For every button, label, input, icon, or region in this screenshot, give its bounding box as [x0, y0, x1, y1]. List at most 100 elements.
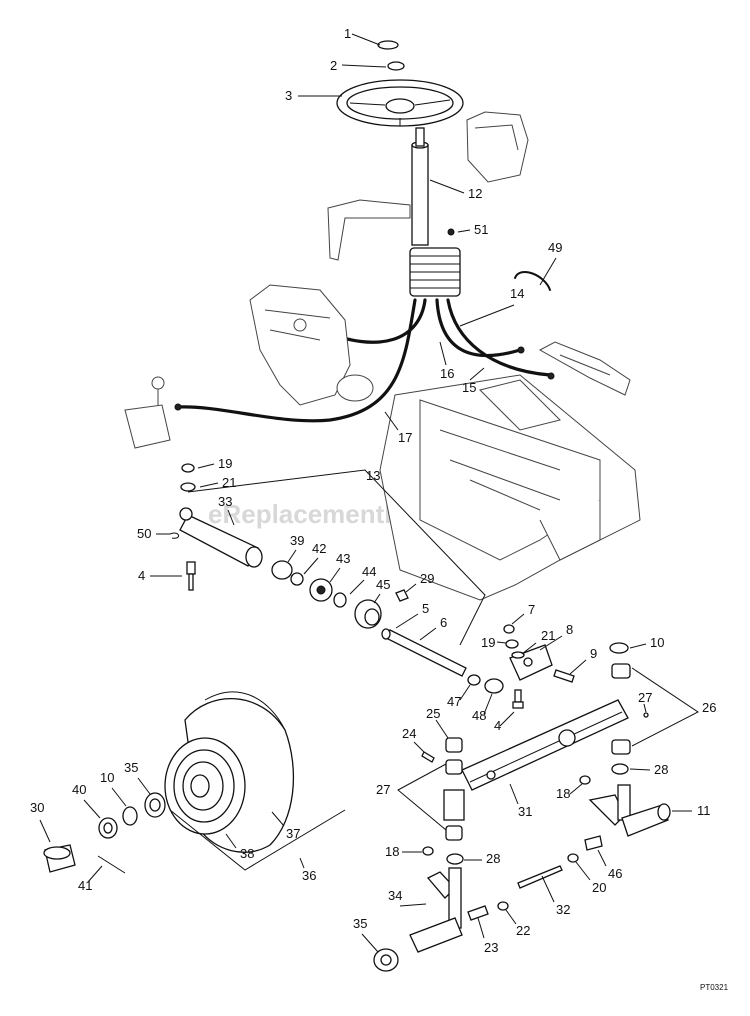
nut-20: [567, 853, 579, 863]
callout-22: 22: [516, 923, 530, 938]
leader-line-16: [439, 341, 447, 366]
bearing-35-lower: [373, 948, 399, 972]
bushing-top-right: [611, 663, 631, 679]
washer-42: [290, 572, 304, 586]
hub-cap-30: [43, 844, 76, 873]
leader-line-19: [496, 641, 507, 644]
callout-3: 3: [285, 88, 292, 103]
nut-19-top: [181, 463, 195, 473]
pin-46: [584, 835, 603, 851]
leader-line-30: [39, 819, 51, 843]
callout-10: 10: [650, 635, 664, 650]
callout-35: 35: [124, 760, 138, 775]
leader-line-48: [483, 693, 493, 715]
callout-28: 28: [654, 762, 668, 777]
callout-7: 7: [528, 602, 535, 617]
callout-27: 27: [638, 690, 652, 705]
callout-30: 30: [30, 800, 44, 815]
leader-line-21: [199, 482, 219, 488]
leader-line-24: [413, 741, 425, 753]
leader-line-32: [541, 875, 555, 903]
leader-line-31: [509, 783, 519, 805]
callout-50: 50: [137, 526, 151, 541]
leader-line-35: [361, 933, 379, 953]
leader-line-6: [419, 627, 437, 641]
callout-24: 24: [402, 726, 416, 741]
callout-13: 13: [366, 468, 380, 483]
callout-8: 8: [566, 622, 573, 637]
leader-line-49: [539, 257, 557, 286]
dash-cover-outline: [466, 111, 529, 183]
leader-line-10: [111, 787, 127, 807]
callout-2: 2: [330, 58, 337, 73]
shaft-6: [381, 628, 467, 677]
fitting-29: [395, 589, 409, 602]
leader-line-39: [287, 549, 297, 563]
leader-line-5: [395, 613, 419, 629]
callout-31: 31: [518, 804, 532, 819]
leader-line-41: [87, 865, 103, 883]
leader-line-20: [575, 861, 591, 881]
spindle-34-left: [409, 867, 463, 953]
leader-line-46: [597, 849, 607, 867]
callout-4: 4: [494, 718, 501, 733]
leader-line-25: [435, 719, 449, 739]
washer-10-top: [609, 642, 629, 654]
group-13-bracket: [187, 469, 486, 646]
steering-arm-8: [503, 624, 575, 683]
leader-line-42: [303, 557, 319, 575]
bushing-43: [309, 578, 333, 602]
bolt-4-left: [186, 561, 196, 591]
leader-line-40: [83, 799, 101, 819]
callout-37: 37: [286, 826, 300, 841]
leader-line-1: [351, 33, 381, 46]
callout-32: 32: [556, 902, 570, 917]
callout-29: 29: [420, 571, 434, 586]
leader-line-8: [539, 635, 563, 651]
spindle-11-right: [588, 784, 671, 837]
ring-39: [271, 560, 293, 580]
callout-39: 39: [290, 533, 304, 548]
ball-joint-48: [484, 678, 504, 694]
callout-19: 19: [481, 635, 495, 650]
leader-line-10: [629, 643, 647, 649]
callout-47: 47: [447, 694, 461, 709]
leader-line-9: [569, 659, 587, 675]
spindle-post-left: [443, 789, 465, 821]
callout-21: 21: [222, 475, 236, 490]
pin-24: [421, 751, 435, 763]
callout-10: 10: [100, 770, 114, 785]
hose-49: [514, 271, 551, 291]
callout-11: 11: [697, 803, 711, 818]
group-36-bracket: [169, 809, 346, 871]
fitting-23: [467, 905, 489, 921]
pin-27-top: [643, 712, 649, 718]
column-bracket-outline: [327, 199, 411, 261]
callout-18: 18: [556, 786, 570, 801]
leader-line-47: [459, 684, 471, 701]
callout-42: 42: [312, 541, 326, 556]
callout-20: 20: [592, 880, 606, 895]
control-lever-outline: [124, 376, 171, 449]
bushing-lower-left: [445, 825, 463, 841]
washer-21-top: [180, 482, 196, 492]
tractor-frame-outline: [379, 374, 641, 601]
callout-27: 27: [376, 782, 390, 797]
leader-line-4: [499, 711, 515, 727]
steering-cylinder-outline: [538, 341, 631, 396]
washer-28-right: [611, 763, 629, 775]
bolt-4-lower: [512, 689, 524, 709]
leader-line-7: [511, 613, 525, 625]
leader-line-15: [469, 367, 485, 381]
leader-line-36: [299, 857, 305, 869]
callout-15: 15: [462, 380, 476, 395]
leader-line-51: [457, 229, 471, 233]
callout-1: 1: [344, 26, 351, 41]
callout-26: 26: [702, 700, 716, 715]
leader-line-28: [629, 768, 651, 771]
callout-35: 35: [353, 916, 367, 931]
callout-33: 33: [218, 494, 232, 509]
tie-rod-32: [517, 865, 563, 889]
leader-line-17: [384, 411, 399, 431]
